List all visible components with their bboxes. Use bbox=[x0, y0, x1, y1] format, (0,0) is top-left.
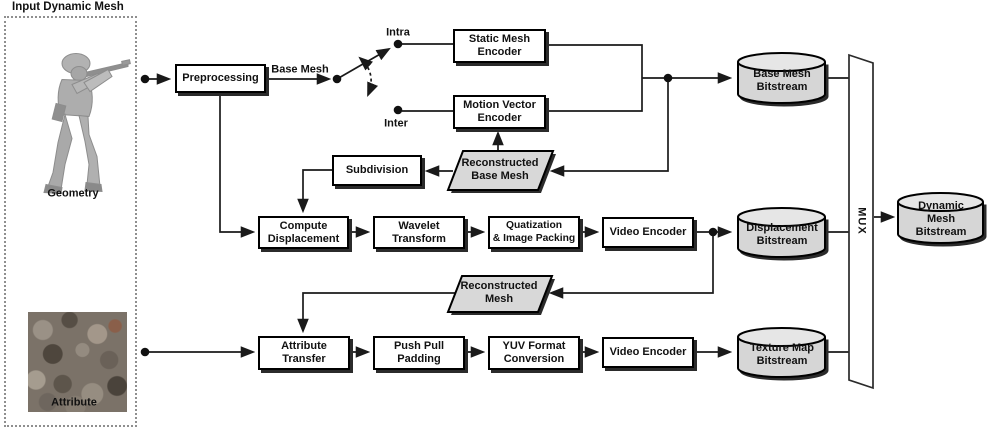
texture-map-bitstream-label: Texture Map Bitstream bbox=[750, 341, 814, 367]
switch-toggle-arc bbox=[358, 56, 378, 98]
soldier-figure bbox=[43, 53, 131, 195]
reconstructed-mesh-label: Reconstructed Mesh bbox=[460, 279, 538, 305]
video-encoder-attribute-label: Video Encoder bbox=[609, 346, 687, 359]
geometry-mesh-image bbox=[43, 53, 131, 195]
wire-recon-mesh-to-at bbox=[297, 292, 455, 334]
preprocessing-label: Preprocessing bbox=[182, 72, 259, 85]
holster bbox=[51, 102, 67, 123]
dynamic-mesh-bitstream-cylinder bbox=[897, 192, 987, 247]
attribute-transfer-box: Attribute Transfer bbox=[258, 336, 350, 370]
compute-displacement-label: Compute Displacement bbox=[267, 219, 340, 245]
input-panel-title: Input Dynamic Mesh bbox=[12, 1, 124, 13]
video-encoder-attribute-box: Video Encoder bbox=[602, 337, 694, 368]
wire-preprocessing-to-cd bbox=[219, 93, 256, 238]
static-mesh-encoder-label: Static Mesh Encoder bbox=[468, 33, 531, 58]
base-mesh-wire-label: Base Mesh bbox=[271, 63, 329, 76]
arm-right bbox=[83, 68, 113, 93]
yuv-format-conversion-box: YUV Format Conversion bbox=[488, 336, 580, 370]
inter-contact-dot bbox=[393, 105, 403, 115]
video-encoder-geometry-box: Video Encoder bbox=[602, 217, 694, 248]
texture-map-bitstream-cylinder bbox=[737, 327, 829, 381]
video-encoder-geometry-label: Video Encoder bbox=[609, 226, 687, 239]
subdivision-label: Subdivision bbox=[345, 164, 409, 177]
static-mesh-encoder-box: Static Mesh Encoder bbox=[453, 29, 546, 63]
quantization-image-packing-box: Quatization & Image Packing bbox=[488, 216, 580, 249]
base-mesh-bitstream-label: Base Mesh Bitstream bbox=[753, 67, 811, 93]
displacement-bitstream-label: Displacement Bitstream bbox=[746, 221, 818, 247]
motion-vector-encoder-label: Motion Vector Encoder bbox=[463, 99, 536, 124]
attribute-label: Attribute bbox=[51, 396, 97, 409]
wire-feedback-recon-mesh bbox=[548, 232, 714, 299]
switch-pivot-dot bbox=[332, 74, 342, 84]
displacement-branch-dot bbox=[708, 227, 718, 237]
quantization-image-packing-label: Quatization & Image Packing bbox=[492, 220, 576, 244]
base-mesh-branch-dot bbox=[663, 73, 673, 83]
leg-right bbox=[78, 114, 101, 188]
input-dynamic-mesh-panel: Geometry Attribute bbox=[4, 16, 137, 427]
mux-label: MUX bbox=[855, 207, 868, 235]
geometry-label: Geometry bbox=[47, 187, 99, 200]
intra-label: Intra bbox=[386, 26, 410, 39]
attribute-texture-image bbox=[28, 312, 127, 412]
wires bbox=[148, 43, 896, 358]
geometry-input-dot bbox=[140, 74, 150, 84]
wire-subdivision-to-cd bbox=[297, 169, 332, 214]
attribute-input-dot bbox=[140, 347, 150, 357]
preprocessing-box: Preprocessing bbox=[175, 64, 266, 93]
boot-right bbox=[84, 181, 103, 193]
wavelet-transform-label: Wavelet Transform bbox=[392, 219, 446, 245]
wire-feedback-base-mesh bbox=[549, 78, 669, 177]
junction-dots bbox=[140, 39, 718, 357]
leg-left bbox=[47, 112, 73, 191]
compute-displacement-box: Compute Displacement bbox=[258, 216, 349, 249]
reconstructed-base-mesh-shape bbox=[446, 150, 556, 193]
reconstructed-base-mesh-label: Reconstructed Base Mesh bbox=[461, 156, 539, 182]
head bbox=[70, 66, 88, 81]
base-mesh-bitstream-cylinder bbox=[737, 52, 829, 107]
push-pull-padding-label: Push Pull Padding bbox=[393, 340, 445, 365]
dynamic-mesh-bitstream-label: Dynamic Mesh Bitstream bbox=[915, 200, 967, 239]
boot-left bbox=[43, 183, 63, 195]
motion-vector-encoder-box: Motion Vector Encoder bbox=[453, 95, 546, 129]
mux-shape bbox=[848, 53, 874, 390]
subdivision-box: Subdivision bbox=[332, 155, 422, 186]
displacement-bitstream-cylinder bbox=[737, 207, 829, 261]
wire-switch-arm bbox=[336, 47, 391, 80]
attribute-transfer-label: Attribute Transfer bbox=[281, 340, 327, 365]
intra-contact-dot bbox=[393, 39, 403, 49]
wire-encoder-merge bbox=[546, 44, 643, 112]
reconstructed-mesh-shape bbox=[446, 275, 555, 315]
wavelet-transform-box: Wavelet Transform bbox=[373, 216, 465, 249]
inter-label: Inter bbox=[384, 117, 408, 130]
yuv-format-conversion-label: YUV Format Conversion bbox=[502, 340, 566, 365]
push-pull-padding-box: Push Pull Padding bbox=[373, 336, 465, 370]
